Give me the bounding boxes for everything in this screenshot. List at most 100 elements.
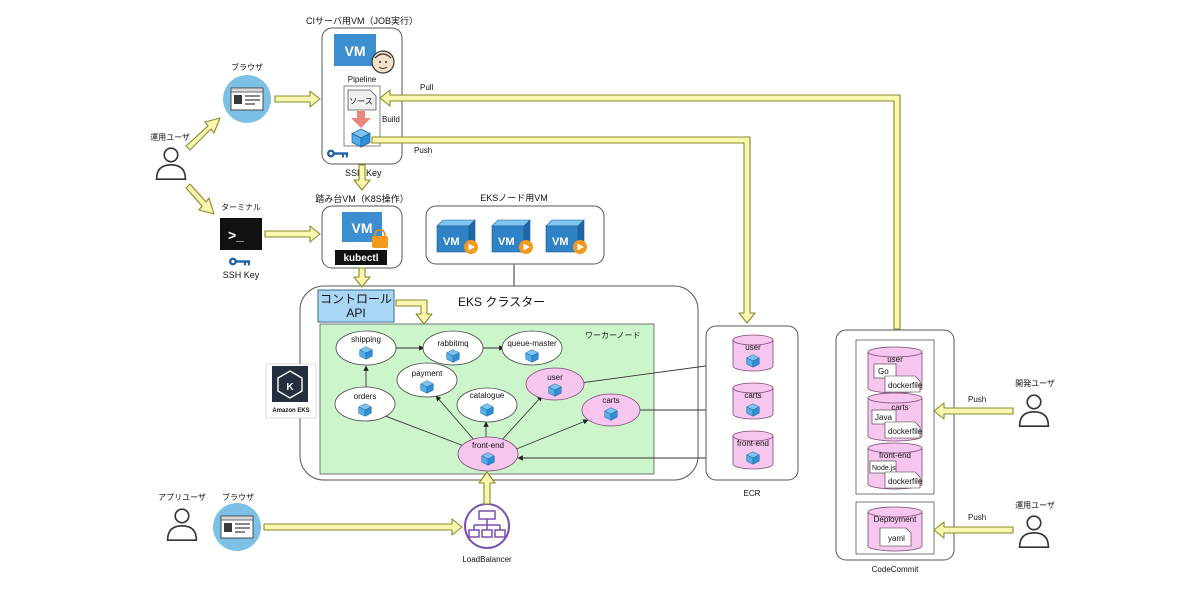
svg-text:carts: carts: [602, 396, 619, 405]
repo-deployment[interactable]: Deployment yaml: [867, 506, 923, 552]
service-payment[interactable]: payment: [396, 362, 458, 398]
person-icon: [1018, 394, 1050, 428]
ops-user: 運用ユーザ: [150, 133, 190, 181]
arrow-browser-to-ci: [274, 90, 321, 108]
worker-node-label: ワーカーノード: [585, 331, 641, 340]
svg-text:dockerfile: dockerfile: [888, 427, 923, 436]
svg-text:catalogue: catalogue: [470, 391, 505, 400]
svg-text:queue-master: queue-master: [507, 339, 557, 348]
browser-app-label: ブラウザ: [222, 492, 254, 502]
terminal-label: ターミナル: [221, 203, 261, 212]
svg-text:Deployment: Deployment: [874, 515, 917, 524]
service-orders[interactable]: orders: [334, 386, 396, 422]
repo-front-end[interactable]: front-end Node.js dockerfile: [867, 442, 923, 490]
svg-text:rabbitmq: rabbitmq: [437, 339, 468, 348]
ecr-image-carts[interactable]: carts: [732, 382, 774, 420]
arrow-terminal-to-bastion: [264, 225, 321, 243]
arrow-bastion-to-api: [353, 267, 371, 288]
kubectl-badge: [335, 250, 387, 265]
service-front-end[interactable]: front-end: [457, 436, 519, 472]
arrow-browser-to-lb: [263, 518, 463, 536]
svg-text:>_: >_: [228, 227, 244, 243]
arrow-dev-to-codecommit: [933, 402, 1014, 420]
ecr-image-front-end[interactable]: front-end: [732, 430, 774, 470]
browser-ops: ブラウザ: [222, 62, 272, 124]
ecr-registry: user carts front-end ECR: [705, 325, 799, 498]
dev-user: 開発ユーザ: [1015, 379, 1055, 428]
pull-label: Pull: [420, 83, 434, 92]
ops-push-label: Push: [968, 513, 986, 522]
eks-nodes-title: EKSノード用VM: [480, 193, 548, 203]
service-user[interactable]: user: [525, 367, 585, 401]
terminal-icon: [220, 218, 262, 250]
person-icon: [155, 147, 187, 181]
service-rabbitmq[interactable]: rabbitmq: [422, 330, 484, 366]
amazon-eks-logo: K Amazon EKS: [265, 363, 317, 419]
arrow-codecommit-pull-to-ci: [379, 89, 901, 330]
ops-user-label: 運用ユーザ: [150, 133, 190, 142]
dev-user-label: 開発ユーザ: [1015, 379, 1055, 388]
arrow-ci-push-to-ecr: [371, 136, 756, 324]
person-icon: [166, 508, 198, 542]
svg-text:dockerfile: dockerfile: [888, 477, 923, 486]
build-arrow: [351, 111, 371, 128]
loadbalancer[interactable]: LoadBalancer: [462, 503, 512, 564]
codecommit: user Go dockerfile carts Java dockerfile…: [835, 329, 955, 574]
arrow-lb-to-frontend: [478, 471, 496, 505]
control-api-box[interactable]: [317, 289, 395, 323]
svg-text:carts: carts: [744, 391, 761, 400]
svg-text:VM: VM: [352, 220, 373, 236]
svg-text:ソース: ソース: [349, 97, 373, 106]
ops-user-right-label: 運用ユーザ: [1015, 501, 1055, 510]
svg-text:front-end: front-end: [737, 439, 769, 448]
service-catalogue[interactable]: catalogue: [456, 387, 518, 423]
app-user: アプリユーザ: [158, 493, 206, 542]
service-carts[interactable]: carts: [581, 393, 641, 427]
bastion-vm: 踏み台VM（K8S操作） VM kubectl: [315, 193, 409, 269]
build-label: Build: [382, 115, 400, 124]
arrow-user-to-browser: [185, 117, 221, 151]
arrow-ci-to-bastion: [353, 164, 371, 191]
arrow-user-to-terminal: [185, 183, 215, 215]
svg-text:carts: carts: [891, 403, 908, 412]
ssh-key-icon: [229, 257, 251, 266]
svg-text:Java: Java: [875, 413, 892, 422]
arrow-api-to-worker: [395, 299, 433, 325]
ecr-image-user[interactable]: user: [732, 334, 774, 372]
svg-text:shipping: shipping: [351, 335, 381, 344]
svg-text:yaml: yaml: [888, 534, 905, 543]
ci-server-vm: CIサーバ用VM（JOB実行） VM Pipeline ソース Build SS…: [306, 15, 418, 178]
flow-arrows: [185, 89, 1014, 539]
pipeline-label: Pipeline: [348, 75, 377, 84]
control-api-line1: コントロール: [320, 292, 392, 306]
ecr-label: ECR: [744, 489, 761, 498]
arrow-ops-to-deployment: [933, 521, 1014, 539]
loadbalancer-label: LoadBalancer: [462, 555, 512, 564]
browser-icon: [212, 502, 262, 552]
ci-push-label: Push: [414, 146, 432, 155]
service-shipping[interactable]: shipping: [335, 330, 397, 366]
terminal: ターミナル >_ SSH Key: [220, 203, 262, 280]
svg-text:front-end: front-end: [472, 441, 504, 450]
ops-user-right: 運用ユーザ: [1015, 501, 1055, 549]
vm-node-icon: [436, 219, 479, 255]
svg-text:kubectl: kubectl: [343, 253, 378, 264]
svg-text:front-end: front-end: [879, 451, 911, 460]
svg-text:Go: Go: [878, 367, 889, 376]
lock-icon: [372, 229, 388, 248]
svg-text:payment: payment: [412, 369, 443, 378]
eks-node-vms: EKSノード用VM: [425, 193, 605, 286]
browser-icon: [222, 74, 272, 124]
ci-vm-icon-label: VM: [345, 43, 366, 59]
svg-text:user: user: [887, 355, 903, 364]
source-document: ソース: [347, 89, 377, 111]
codecommit-label: CodeCommit: [872, 565, 919, 574]
svg-text:K: K: [286, 382, 294, 393]
vm-node-icon: [545, 219, 588, 255]
dev-push-label: Push: [968, 395, 986, 404]
service-queue-master[interactable]: queue-master: [501, 330, 563, 366]
eks-cluster-title: EKS クラスター: [458, 295, 545, 309]
repo-user[interactable]: user Go dockerfile: [867, 346, 923, 394]
repo-carts[interactable]: carts Java dockerfile: [867, 392, 923, 442]
